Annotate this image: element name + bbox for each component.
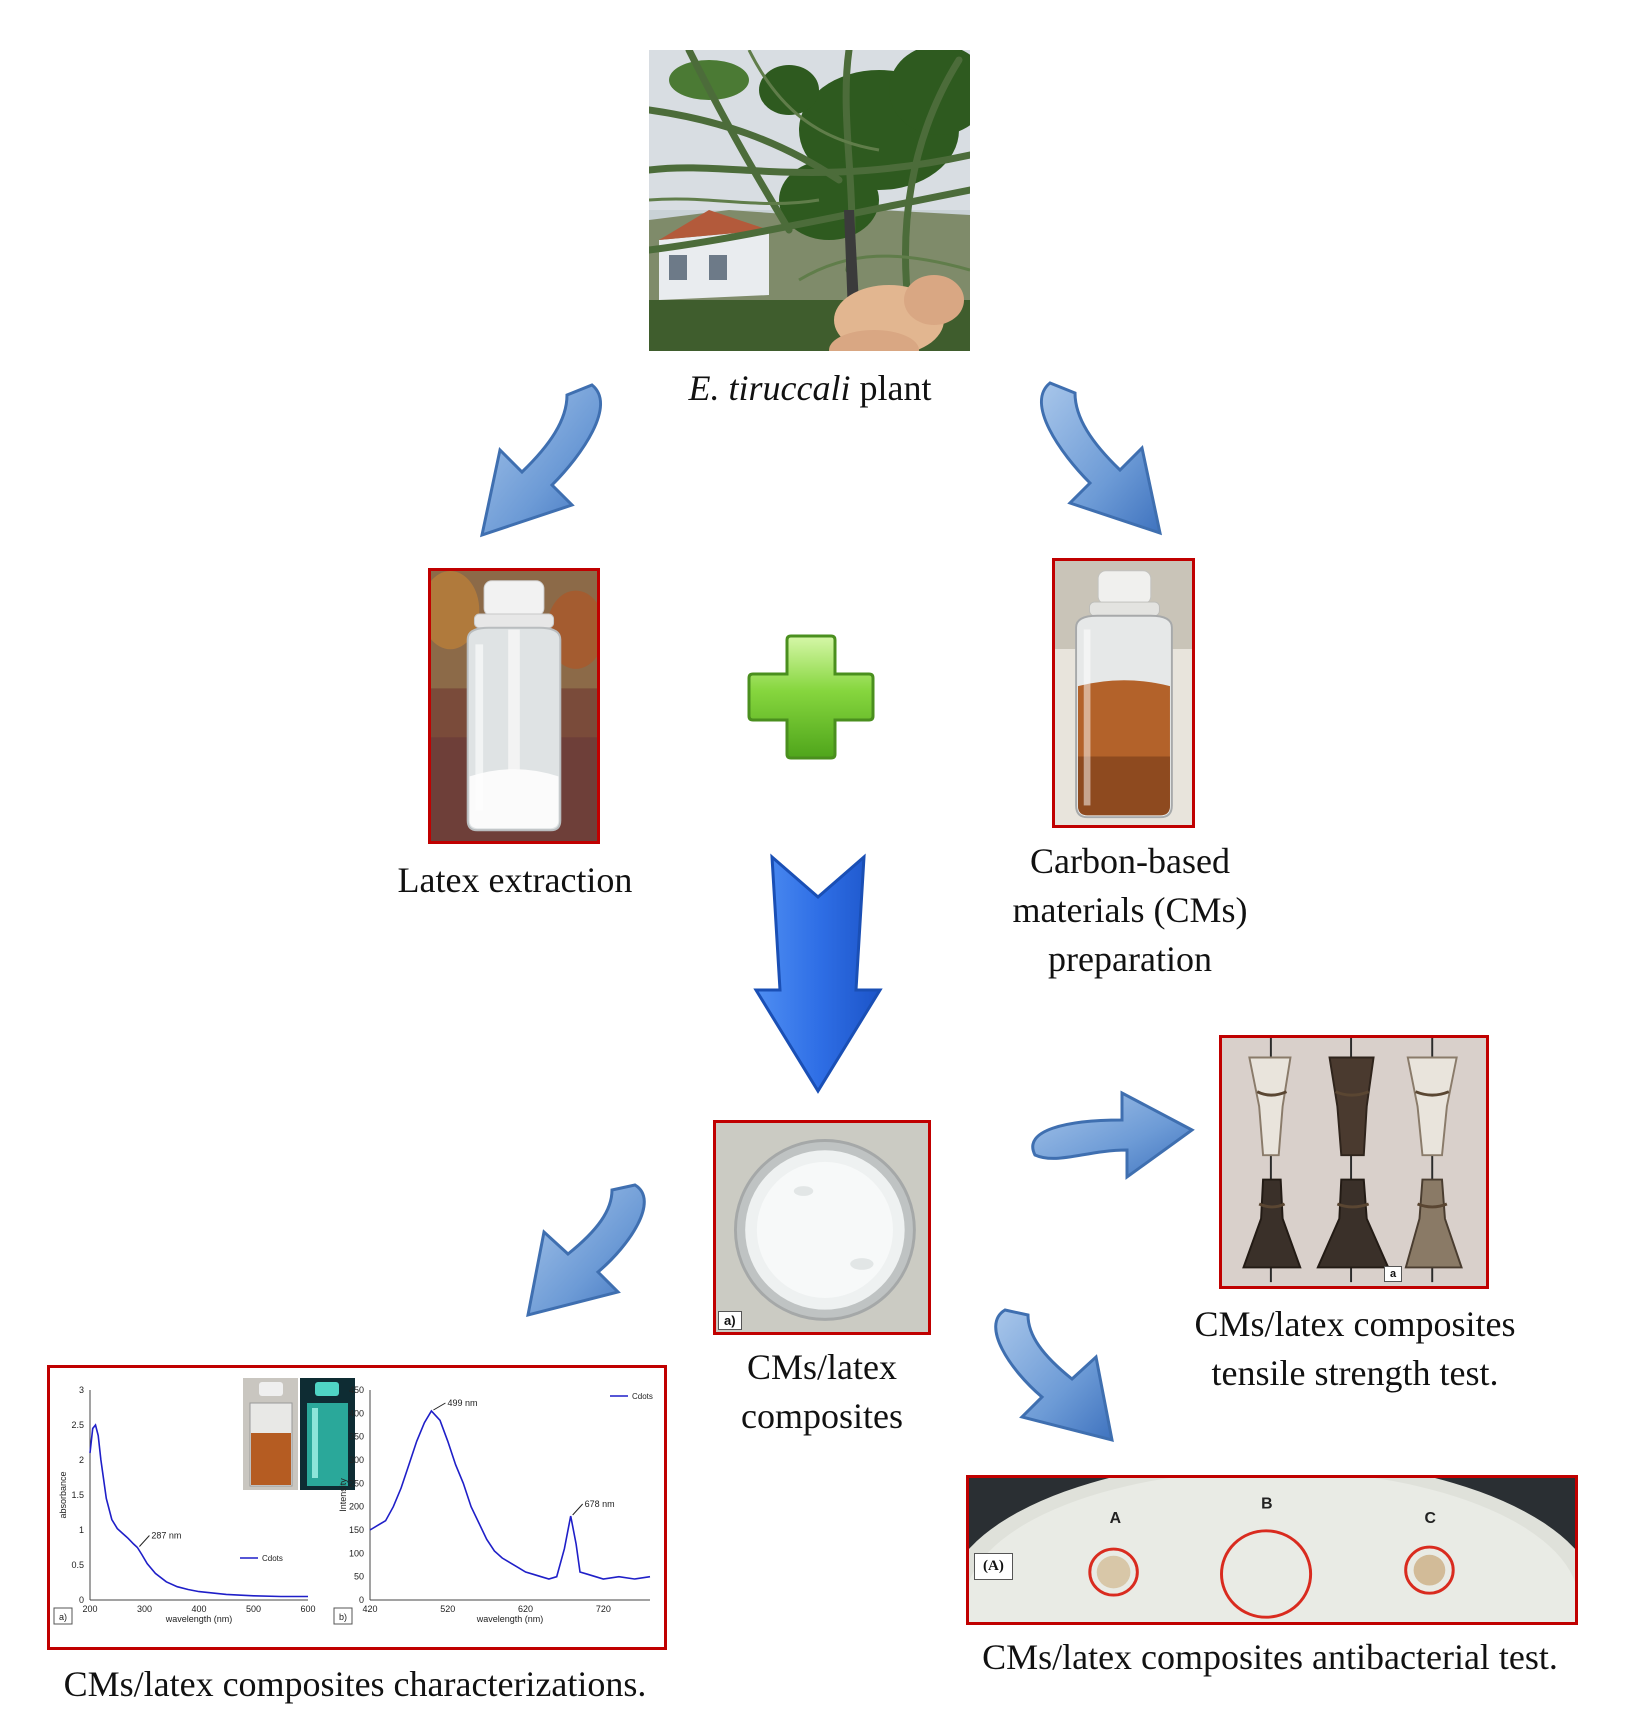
- spectrum-line: [89, 1423, 308, 1598]
- y-tick-label: 450: [349, 1385, 364, 1395]
- absorbance-chart: 0 0.5 1 1.5 2 2.5 3 200 300 400 500 600 wavelength (…: [53, 1385, 316, 1625]
- x-tick-label: 400: [191, 1604, 206, 1614]
- cms-caption: Carbon-based materials (CMs) preparation: [960, 837, 1300, 984]
- cms-vial-photo: [1052, 558, 1195, 828]
- y-axis-label: Intensity: [338, 1478, 348, 1512]
- composite-dish-photo: a): [713, 1120, 931, 1335]
- y-tick-label: 400: [349, 1408, 364, 1418]
- y-axis-label: absorbance: [58, 1471, 68, 1518]
- tensile-panel-tag: a: [1384, 1266, 1403, 1282]
- antibacterial-panel-tag: (A): [974, 1553, 1013, 1580]
- y-tick-label: 1: [79, 1525, 84, 1535]
- x-axis-label: wavelength (nm): [476, 1614, 544, 1624]
- zone-label-b: B: [1261, 1496, 1272, 1513]
- y-tick-label: 2.5: [71, 1420, 84, 1430]
- cdots-vials-inset: [243, 1378, 355, 1490]
- composite-caption-line-1: CMs/latex: [747, 1347, 897, 1387]
- y-tick-label: 200: [349, 1502, 364, 1512]
- panel-tag: b): [339, 1612, 347, 1622]
- cms-caption-line-2: materials (CMs): [1012, 890, 1248, 930]
- x-tick-label: 720: [596, 1604, 611, 1614]
- curved-arrow-icon: [985, 1305, 1120, 1445]
- composite-caption: CMs/latex composites: [672, 1343, 972, 1441]
- x-tick-label: 200: [82, 1604, 97, 1614]
- legend-label: Cdots: [632, 1392, 653, 1401]
- tensile-caption-line-1: CMs/latex composites: [1194, 1304, 1516, 1344]
- x-tick-label: 300: [137, 1604, 152, 1614]
- peak-annotation: 287 nm: [151, 1531, 181, 1541]
- x-tick-label: 600: [300, 1604, 315, 1614]
- x-tick-label: 620: [518, 1604, 533, 1614]
- x-tick-label: 520: [440, 1604, 455, 1614]
- cms-caption-line-3: preparation: [1048, 939, 1212, 979]
- cms-caption-line-1: Carbon-based: [1030, 841, 1230, 881]
- plant-caption: E. tiruccali plant: [600, 364, 1020, 413]
- legend-label: Cdots: [262, 1554, 283, 1563]
- curved-arrow-icon: [472, 380, 612, 540]
- peak-annotation: 678 nm: [585, 1499, 615, 1509]
- latex-caption: Latex extraction: [397, 860, 633, 900]
- tensile-test-photo: a: [1219, 1035, 1489, 1289]
- curved-arrow-icon: [1030, 378, 1170, 538]
- x-tick-label: 500: [246, 1604, 261, 1614]
- y-tick-label: 150: [349, 1525, 364, 1535]
- plant-photo: [649, 50, 970, 351]
- annotation-pointer: [572, 1503, 584, 1516]
- tensile-caption-line-2: tensile strength test.: [1211, 1353, 1499, 1393]
- latex-vial-photo: [428, 568, 600, 844]
- antibacterial-test-photo: A B C (A): [966, 1475, 1578, 1625]
- plus-icon: [745, 632, 877, 762]
- composite-panel-tag: a): [718, 1311, 742, 1330]
- y-tick-label: 3: [79, 1385, 84, 1395]
- zone-label-a: A: [1110, 1510, 1121, 1527]
- panel-tag-box: [53, 1607, 73, 1625]
- curved-arrow-icon: [1027, 1085, 1197, 1185]
- x-tick-label: 420: [362, 1604, 377, 1614]
- intensity-chart: 0 50 100 150 200 250 300 350 400 450 420 520 620 720 w…: [333, 1385, 653, 1625]
- panel-tag: a): [59, 1612, 67, 1622]
- spectrum-line: [369, 1409, 651, 1580]
- antibacterial-caption: CMs/latex composites antibacterial test.: [982, 1637, 1558, 1677]
- y-tick-label: 1.5: [71, 1490, 84, 1500]
- block-arrow-icon: [752, 853, 884, 1095]
- y-tick-label: 0: [79, 1595, 84, 1605]
- annotation-pointer: [139, 1535, 150, 1547]
- plant-caption-rest: plant: [850, 368, 932, 408]
- annotation-pointer: [433, 1402, 446, 1411]
- y-tick-label: 350: [349, 1432, 364, 1442]
- curved-arrow-icon: [520, 1180, 655, 1320]
- composite-caption-line-2: composites: [741, 1396, 903, 1436]
- characterization-caption: CMs/latex composites characterizations.: [63, 1664, 647, 1704]
- plant-caption-species: E. tiruccali: [688, 368, 851, 408]
- y-tick-label: 250: [349, 1478, 364, 1488]
- panel-tag-box: [333, 1607, 353, 1625]
- y-tick-label: 50: [354, 1572, 364, 1582]
- y-tick-label: 0.5: [71, 1560, 84, 1570]
- x-axis-label: wavelength (nm): [165, 1614, 233, 1624]
- y-tick-label: 0: [359, 1595, 364, 1605]
- zone-label-c: C: [1424, 1510, 1435, 1527]
- tensile-caption: CMs/latex composites tensile strength te…: [1180, 1300, 1530, 1398]
- peak-annotation: 499 nm: [447, 1398, 477, 1408]
- y-tick-label: 2: [79, 1455, 84, 1465]
- y-tick-label: 300: [349, 1455, 364, 1465]
- y-tick-label: 100: [349, 1548, 364, 1558]
